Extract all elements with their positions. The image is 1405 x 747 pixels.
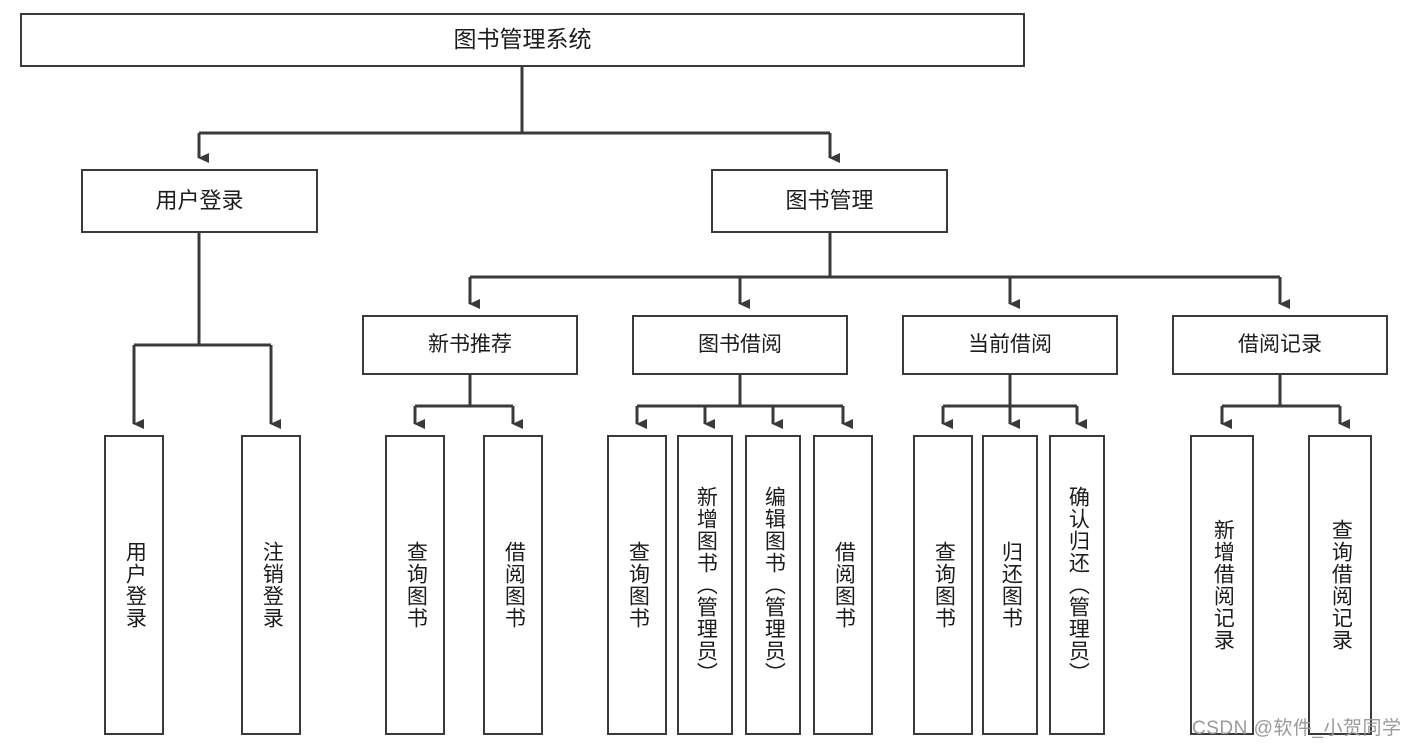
node-label: 图书借阅	[698, 332, 782, 356]
node-label: 新书推荐	[428, 332, 512, 356]
node-label: 用户登录	[123, 541, 147, 629]
node-label: 新增借阅记录	[1211, 519, 1235, 651]
node-label: 归还图书	[999, 541, 1023, 629]
node-label: 查询图书	[932, 541, 956, 629]
node-book-borrow[interactable]: 图书借阅	[632, 315, 848, 375]
node-new-book-recommend[interactable]: 新书推荐	[362, 315, 578, 375]
leaf-query-book-borrow[interactable]: 查询图书	[607, 435, 667, 735]
node-book-management[interactable]: 图书管理	[711, 169, 948, 233]
node-root-system[interactable]: 图书管理系统	[20, 13, 1025, 67]
node-label: 借阅记录	[1238, 332, 1322, 356]
leaf-add-book-admin[interactable]: 新增图书（管理员）	[677, 435, 733, 735]
leaf-borrow-book-newbook[interactable]: 借阅图书	[483, 435, 543, 735]
csdn-watermark: CSDN @软件_小贺同学	[1192, 713, 1401, 740]
node-label: 查询借阅记录	[1329, 519, 1353, 651]
node-label: 用户登录	[155, 188, 244, 214]
leaf-confirm-return-admin[interactable]: 确认归还（管理员）	[1049, 435, 1105, 735]
node-label: 当前借阅	[968, 332, 1052, 356]
leaf-user-login[interactable]: 用户登录	[104, 435, 164, 735]
node-user-login[interactable]: 用户登录	[81, 169, 318, 233]
node-label: 编辑图书（管理员）	[762, 486, 786, 684]
node-label: 借阅图书	[502, 541, 526, 629]
leaf-edit-book-admin[interactable]: 编辑图书（管理员）	[745, 435, 801, 735]
leaf-query-book-current[interactable]: 查询图书	[913, 435, 973, 735]
leaf-add-borrow-record[interactable]: 新增借阅记录	[1190, 435, 1254, 735]
node-label: 图书管理系统	[453, 26, 592, 53]
leaf-logout-login[interactable]: 注销登录	[241, 435, 301, 735]
node-current-borrow[interactable]: 当前借阅	[902, 315, 1118, 375]
node-label: 确认归还（管理员）	[1066, 486, 1090, 684]
leaf-query-book-newbook[interactable]: 查询图书	[385, 435, 445, 735]
node-label: 注销登录	[260, 541, 284, 629]
node-label: 查询图书	[626, 541, 650, 629]
watermark-text: CSDN @软件_小贺同学	[1192, 718, 1402, 739]
node-borrow-record[interactable]: 借阅记录	[1172, 315, 1388, 375]
leaf-borrow-book[interactable]: 借阅图书	[813, 435, 873, 735]
leaf-query-borrow-record[interactable]: 查询借阅记录	[1308, 435, 1372, 735]
node-label: 图书管理	[785, 188, 874, 214]
node-label: 查询图书	[404, 541, 428, 629]
node-label: 新增图书（管理员）	[694, 486, 718, 684]
node-label: 借阅图书	[832, 541, 856, 629]
leaf-return-book[interactable]: 归还图书	[982, 435, 1038, 735]
